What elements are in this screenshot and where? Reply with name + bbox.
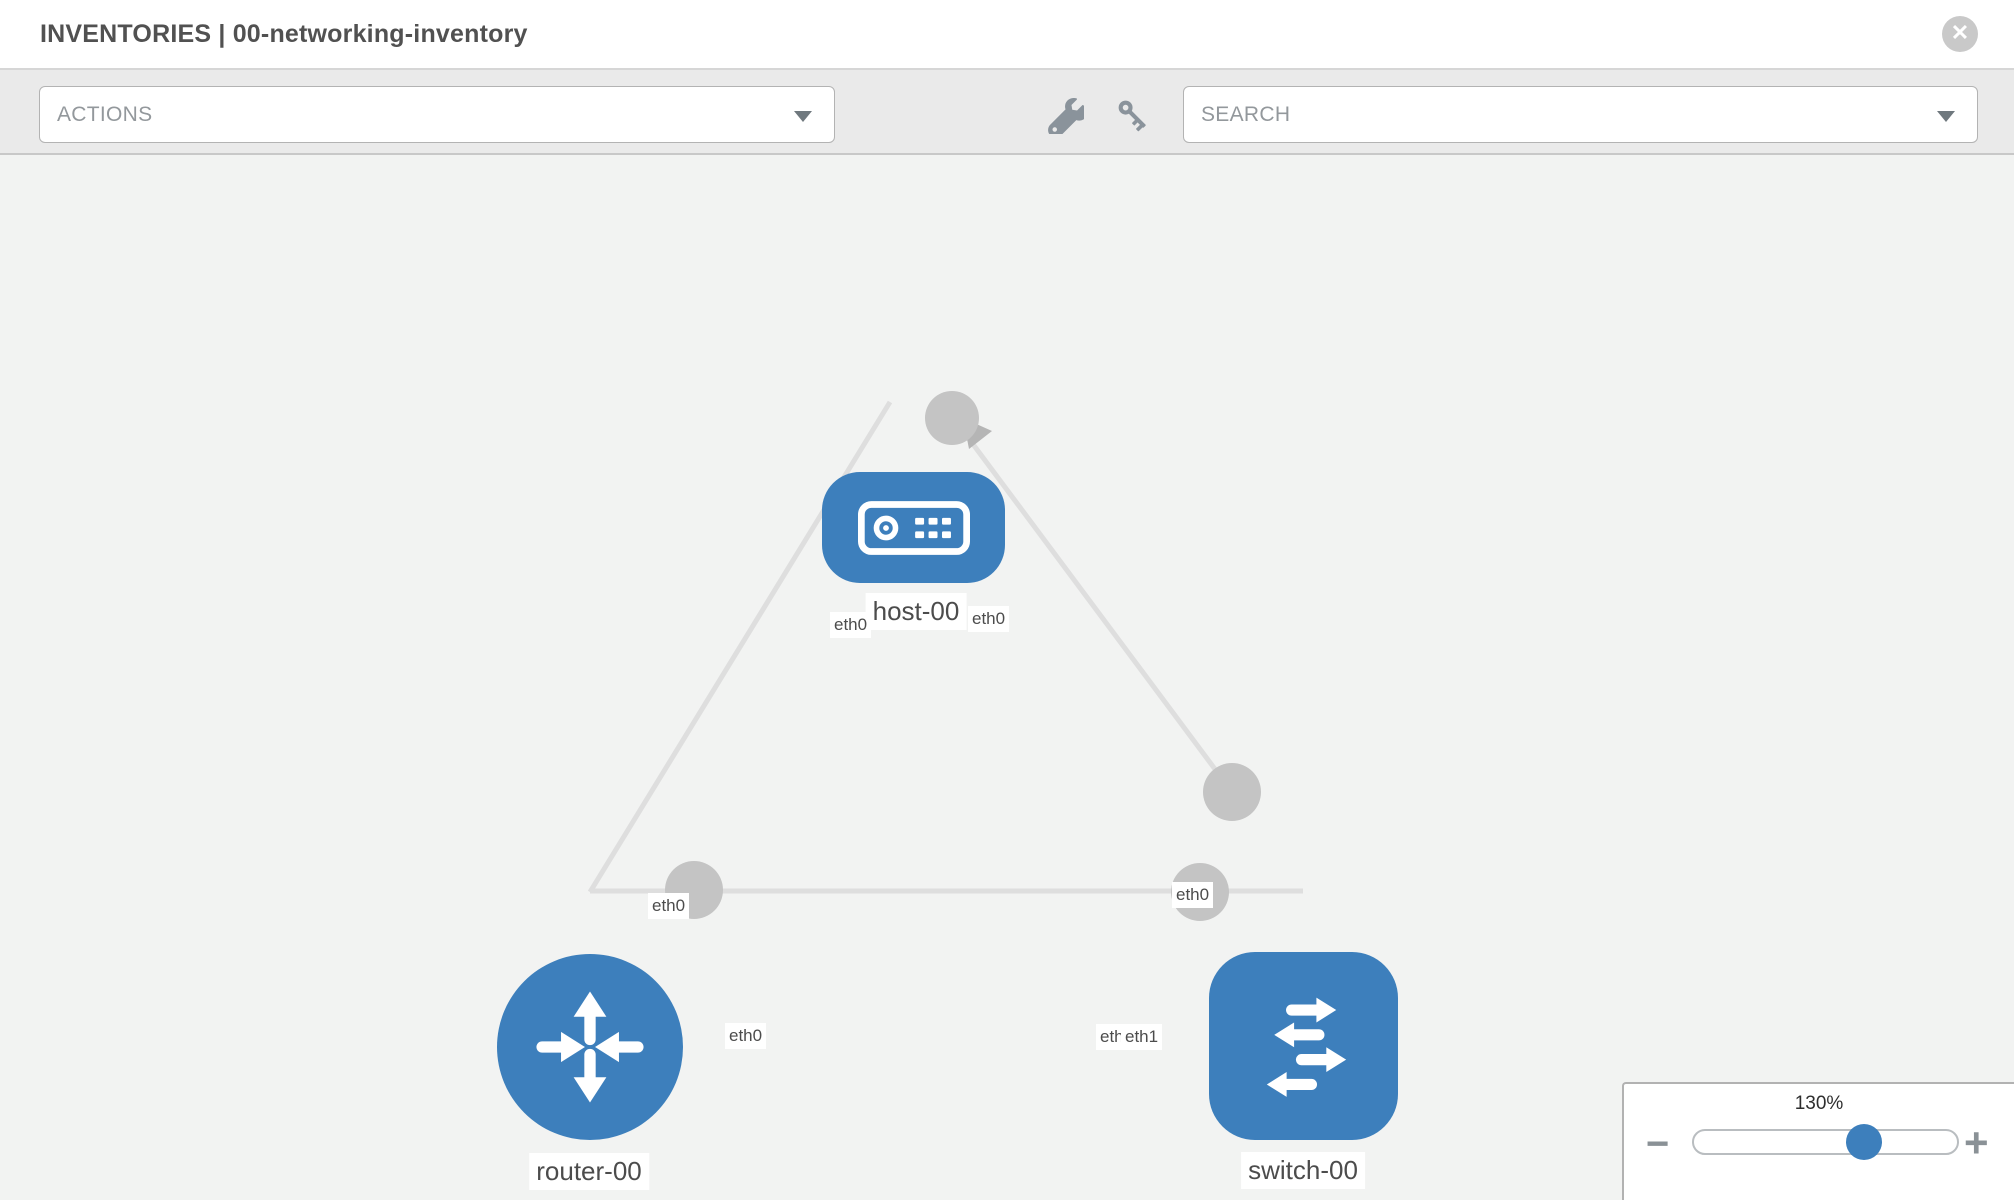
- node-label-host: host-00: [865, 593, 967, 630]
- host-icon: [857, 500, 970, 555]
- page-title: INVENTORIES | 00-networking-inventory: [40, 19, 528, 48]
- node-label-switch: switch-00: [1241, 1152, 1365, 1189]
- topology-canvas[interactable]: host-00 router-00 switch-00 eth0 eth0 et…: [0, 155, 2014, 1200]
- zoom-panel: 130% − +: [1622, 1082, 2014, 1200]
- port-host-bottom[interactable]: [925, 391, 979, 445]
- link-host-switch[interactable]: [952, 418, 1235, 794]
- iface-label: eth0: [830, 612, 872, 638]
- close-button[interactable]: ✕: [1942, 16, 1978, 52]
- iface-label: eth1: [1121, 1024, 1163, 1050]
- wrench-icon: [1048, 98, 1084, 134]
- iface-label: eth0: [648, 893, 690, 919]
- node-host[interactable]: [822, 472, 1005, 583]
- zoom-in-button[interactable]: +: [1964, 1122, 1989, 1164]
- zoom-level: 130%: [1794, 1093, 1844, 1114]
- actions-select[interactable]: ACTIONS: [39, 86, 835, 143]
- caret-down-icon: [1937, 111, 1955, 122]
- node-label-router: router-00: [529, 1153, 649, 1190]
- key-manage-button[interactable]: [1044, 94, 1088, 138]
- minus-icon: −: [1646, 1122, 1670, 1166]
- router-icon: [536, 991, 644, 1103]
- node-switch[interactable]: [1209, 952, 1398, 1140]
- switch-icon: [1266, 997, 1346, 1097]
- actions-label: ACTIONS: [57, 102, 153, 126]
- header-bar: INVENTORIES | 00-networking-inventory ✕: [0, 0, 2014, 70]
- credentials-button[interactable]: [1112, 94, 1156, 138]
- node-router[interactable]: [497, 954, 683, 1140]
- iface-label: eth0: [1172, 882, 1214, 908]
- close-icon: ✕: [1950, 20, 1970, 45]
- zoom-slider-thumb[interactable]: [1846, 1124, 1882, 1160]
- port-switch-topleft[interactable]: [1203, 763, 1261, 821]
- search-select[interactable]: SEARCH: [1183, 86, 1978, 143]
- iface-label: eth0: [968, 606, 1010, 632]
- search-label: SEARCH: [1201, 102, 1291, 126]
- zoom-out-button[interactable]: −: [1646, 1124, 1669, 1164]
- key-icon: [1118, 100, 1146, 132]
- caret-down-icon: [794, 111, 812, 122]
- toolbar: ACTIONS SEARCH: [0, 70, 2014, 155]
- zoom-slider-track[interactable]: [1692, 1129, 1959, 1155]
- iface-label: eth0: [725, 1023, 767, 1049]
- plus-icon: +: [1964, 1119, 1989, 1166]
